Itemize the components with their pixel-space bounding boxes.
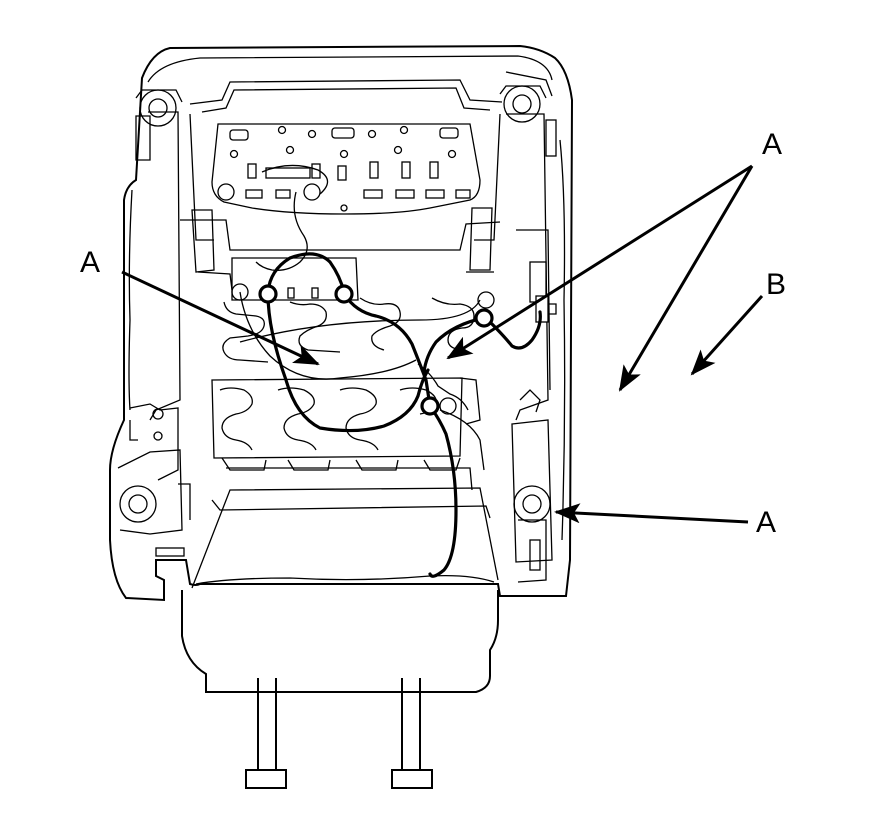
headrest-posts [245,678,433,789]
arrow-a-top-2 [618,165,754,392]
callout-label-a-left: A [80,246,101,279]
callout-label-a-top: A [762,128,783,161]
upper-frame-tube [189,79,503,241]
seat-back-outline [109,44,574,602]
callout-arrows [121,164,764,524]
arrow-a-left [121,270,320,366]
left-side-frame [117,111,191,535]
callout-label-b: B [766,268,787,301]
upper-side-brackets [180,207,501,291]
arrow-b [690,294,764,376]
right-side-frame [506,113,566,563]
top-bosses [135,85,547,127]
upper-plate [211,123,481,215]
lower-latches [155,519,547,583]
arrow-a-top-1 [446,164,753,360]
thin-wiring [239,191,485,471]
seat-springs [211,257,495,519]
callout-label-a-bottom: A [756,506,777,539]
wire-harness [258,252,542,578]
arrow-a-bottom [554,503,749,524]
lower-panel [181,467,499,693]
